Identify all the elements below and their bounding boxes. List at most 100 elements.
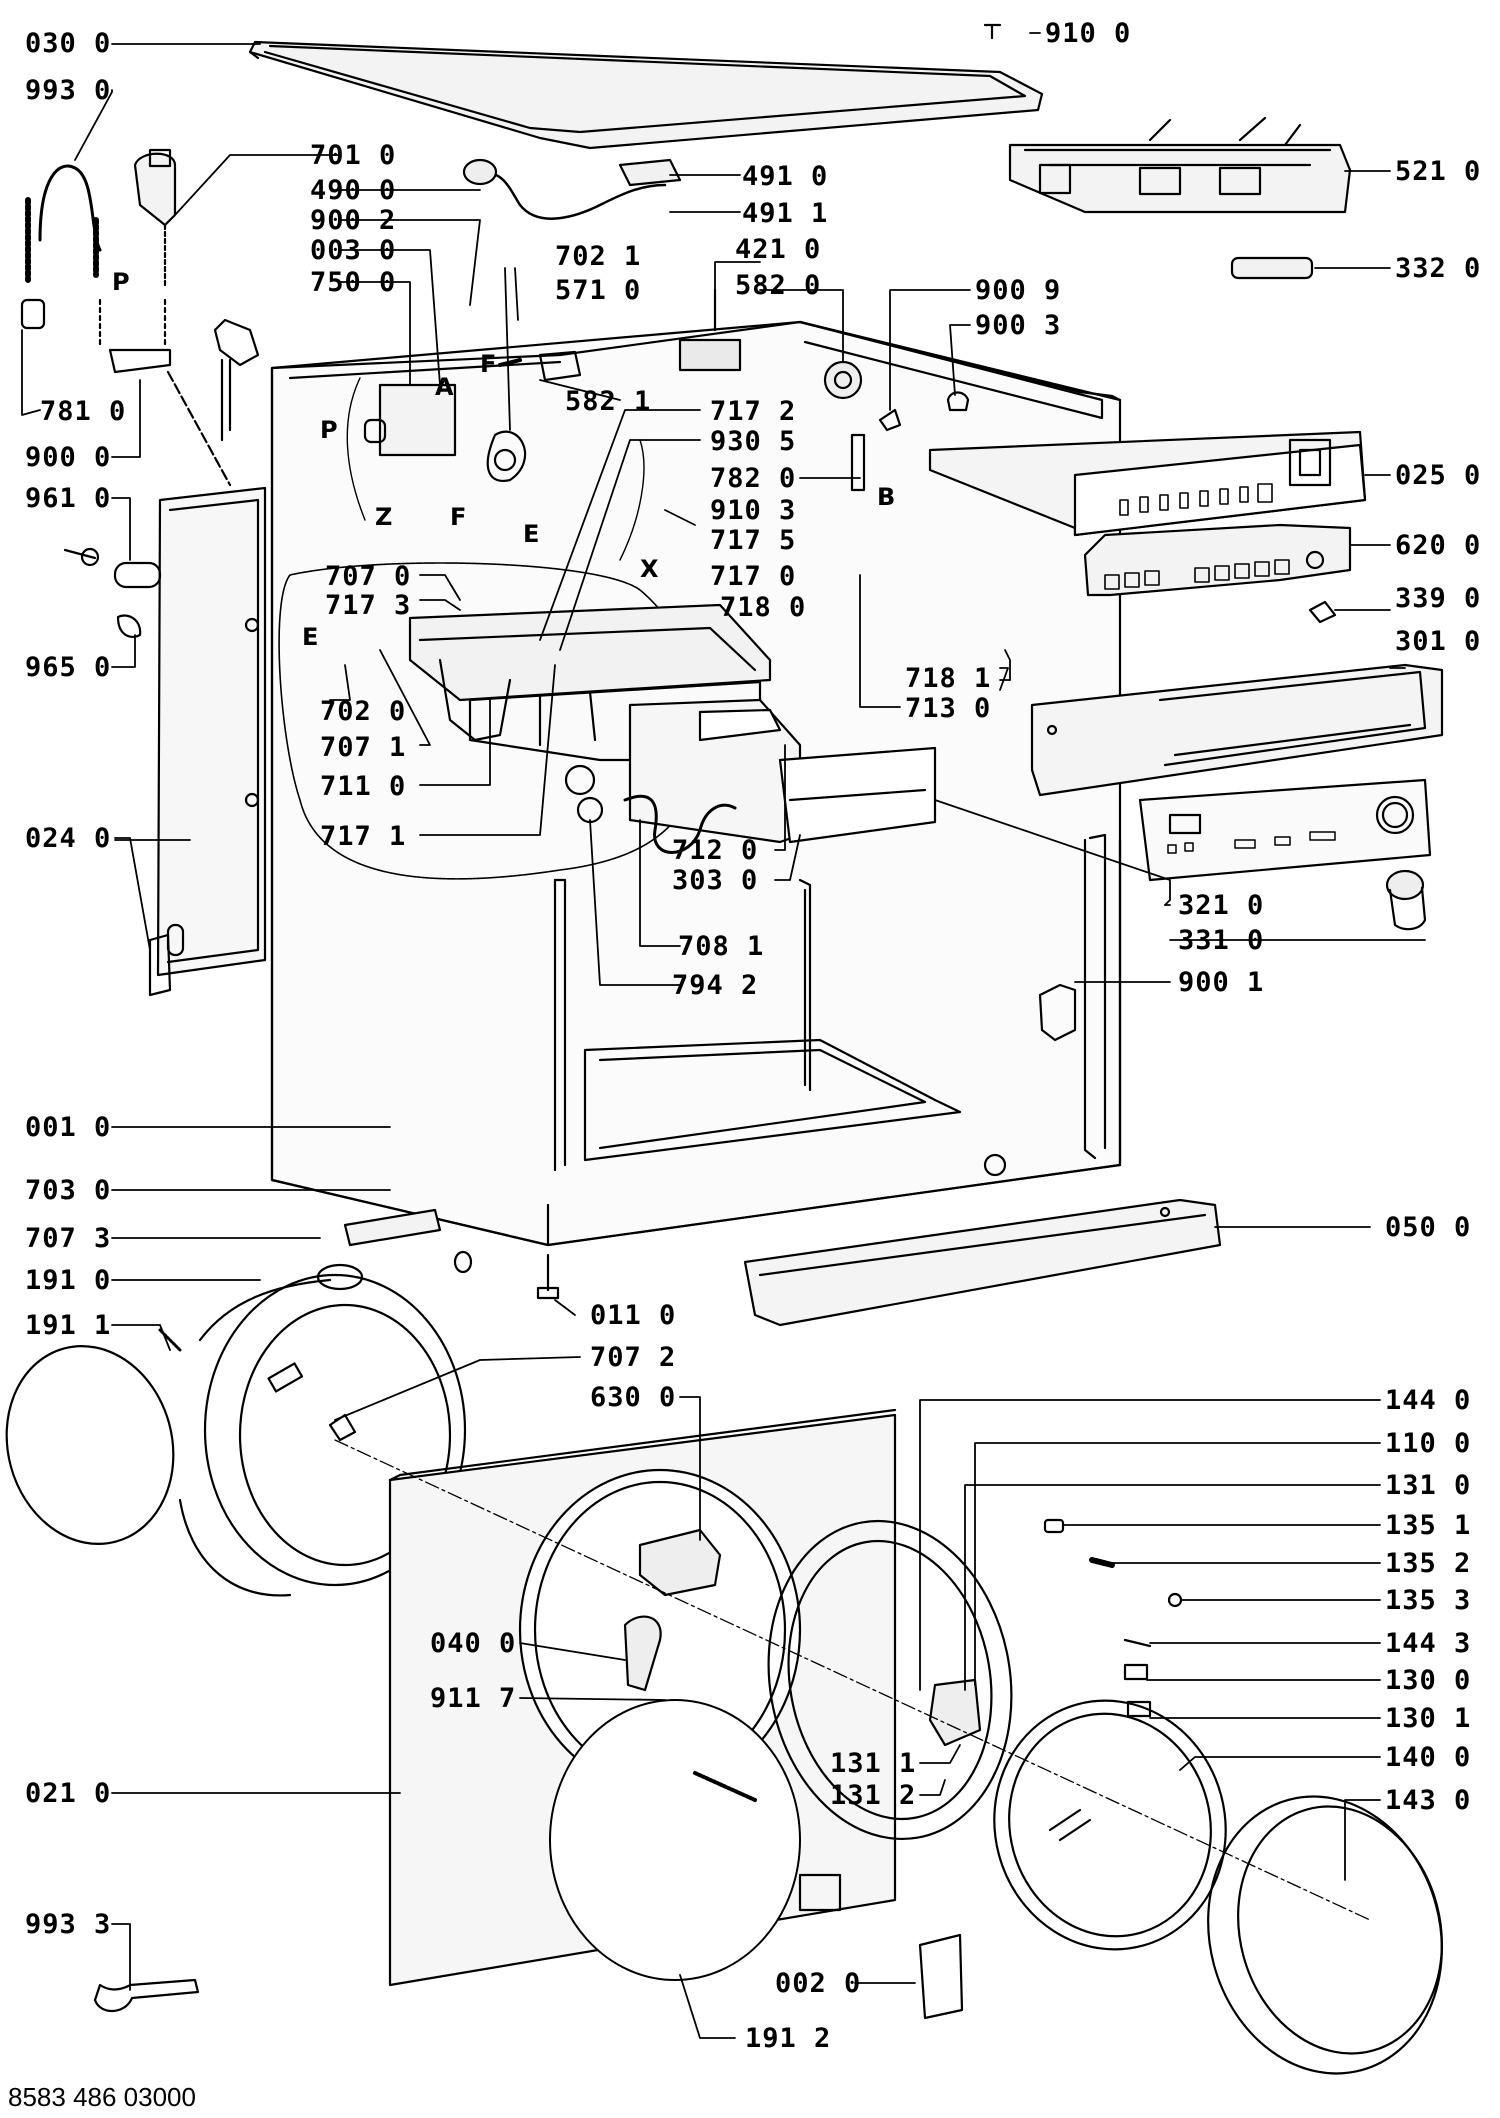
part-label-718-0: 718 0 [720, 592, 807, 623]
part-label-421-0: 421 0 [735, 234, 822, 265]
part-label-301-0: 301 0 [1395, 626, 1482, 657]
part-label-131-2: 131 2 [830, 1780, 917, 1811]
pressure-switch-part [823, 360, 863, 400]
part-label-707-2: 707 2 [590, 1342, 677, 1373]
part-label-110-0: 110 0 [1385, 1428, 1472, 1459]
control-panel-025-part [928, 430, 1367, 537]
part-label-143-0: 143 0 [1385, 1785, 1472, 1816]
water-valve-part [363, 350, 582, 483]
part-label-900-1: 900 1 [1178, 967, 1265, 998]
part-label-965-0: 965 0 [25, 652, 112, 683]
document-number: 8583 486 03000 [8, 2082, 196, 2112]
part-label-131-1: 131 1 [830, 1748, 917, 1779]
part-label-131-0: 131 0 [1385, 1470, 1472, 1501]
screw-011-part [536, 1253, 560, 1300]
part-label-491-1: 491 1 [742, 198, 829, 229]
part-label-521-0: 521 0 [1395, 156, 1482, 187]
part-label-339-0: 339 0 [1395, 583, 1482, 614]
fuse-332-part [1230, 256, 1314, 280]
part-label-711-0: 711 0 [320, 771, 407, 802]
part-label-900-2: 900 2 [310, 205, 397, 236]
outer-ring-143-part [1207, 1795, 1443, 2075]
part-label-930-5: 930 5 [710, 426, 797, 457]
part-label-717-2: 717 2 [710, 396, 797, 427]
part-label-191-2: 191 2 [745, 2023, 832, 2054]
part-label-030-0: 030 0 [25, 28, 112, 59]
part-label-910-3: 910 3 [710, 495, 797, 526]
part-label-707-1: 707 1 [320, 732, 407, 763]
rear-panel-part [156, 486, 267, 977]
part-label-910-0: 910 0 [1045, 18, 1132, 49]
part-label-703-0: 703 0 [25, 1175, 112, 1206]
part-label-750-0: 750 0 [310, 267, 397, 298]
fascia-321-part [1138, 778, 1432, 882]
door-ring-110-part [767, 1519, 1013, 1912]
part-label-702-0: 702 0 [320, 696, 407, 727]
part-label-630-0: 630 0 [590, 1382, 677, 1413]
part-label-582-0: 582 0 [735, 270, 822, 301]
connector-tag-e-left: E [302, 623, 319, 651]
panel-frame-301-part [1030, 663, 1444, 797]
top-cover-part [248, 40, 1044, 150]
part-label-701-0: 701 0 [310, 140, 397, 171]
part-label-024-0: 024 0 [25, 823, 112, 854]
part-label-135-2: 135 2 [1385, 1548, 1472, 1579]
part-label-025-0: 025 0 [1395, 460, 1482, 491]
door-axis-line [334, 1439, 1371, 1921]
part-label-911-7: 911 7 [430, 1683, 517, 1714]
part-label-130-0: 130 0 [1385, 1665, 1472, 1696]
connector-tag-x: X [640, 555, 659, 583]
screw-961-part [63, 547, 162, 638]
tube-703-part [343, 1208, 473, 1274]
kickplate-050-part [743, 1198, 1222, 1327]
hose-clamp-part [213, 318, 260, 442]
part-label-708-1: 708 1 [678, 931, 765, 962]
part-label-993-0: 993 0 [25, 75, 112, 106]
part-label-191-1: 191 1 [25, 1310, 112, 1341]
part-label-794-2: 794 2 [672, 970, 759, 1001]
drain-hose-part [623, 794, 737, 854]
tub-front-191-part [5, 1273, 467, 1597]
cover-002-part [918, 1933, 964, 2020]
part-label-702-1: 702 1 [555, 241, 642, 272]
clip-900-9-part [878, 408, 902, 432]
part-label-303-0: 303 0 [672, 865, 759, 896]
wrench-993-3-part [93, 1978, 200, 2013]
part-label-900-3: 900 3 [975, 310, 1062, 341]
part-label-712-0: 712 0 [672, 835, 759, 866]
part-label-144-3: 144 3 [1385, 1628, 1472, 1659]
part-label-135-1: 135 1 [1385, 1510, 1472, 1541]
part-label-582-1: 582 1 [565, 386, 652, 417]
dispenser-drawer-part [628, 698, 937, 844]
ring-135-3-part [1167, 1592, 1183, 1608]
door-glass-140-part [993, 1699, 1227, 1951]
part-label-144-0: 144 0 [1385, 1385, 1472, 1416]
part-label-135-3: 135 3 [1385, 1585, 1472, 1616]
spring-191-2-part [693, 1771, 757, 1802]
part-label-130-1: 130 1 [1385, 1703, 1472, 1734]
part-label-321-0: 321 0 [1178, 890, 1265, 921]
connector-tag-z: Z [375, 503, 393, 531]
part-label-713-0: 713 0 [905, 693, 992, 724]
leader-lines [21, 32, 1426, 2039]
part-label-707-0: 707 0 [325, 561, 412, 592]
part-label-140-0: 140 0 [1385, 1742, 1472, 1773]
part-label-331-0: 331 0 [1178, 925, 1265, 956]
latch-131-part [928, 1678, 982, 1747]
part-label-040-0: 040 0 [430, 1628, 517, 1659]
screw-135-1-part [1043, 1518, 1065, 1534]
part-label-490-0: 490 0 [310, 175, 397, 206]
connector-tag-e-right: E [523, 520, 540, 548]
screw-910-0-part [983, 23, 1002, 40]
part-label-332-0: 332 0 [1395, 253, 1482, 284]
connector-tag-a: A [435, 373, 454, 401]
screw-144-3-part [1123, 1638, 1152, 1648]
connector-tag-p-left: P [320, 416, 338, 444]
part-label-620-0: 620 0 [1395, 530, 1482, 561]
rod-782-part [850, 433, 866, 492]
part-label-191-0: 191 0 [25, 1265, 112, 1296]
part-label-707-3: 707 3 [25, 1223, 112, 1254]
part-label-050-0: 050 0 [1385, 1212, 1472, 1243]
spring-135-2-part [1089, 1557, 1115, 1568]
